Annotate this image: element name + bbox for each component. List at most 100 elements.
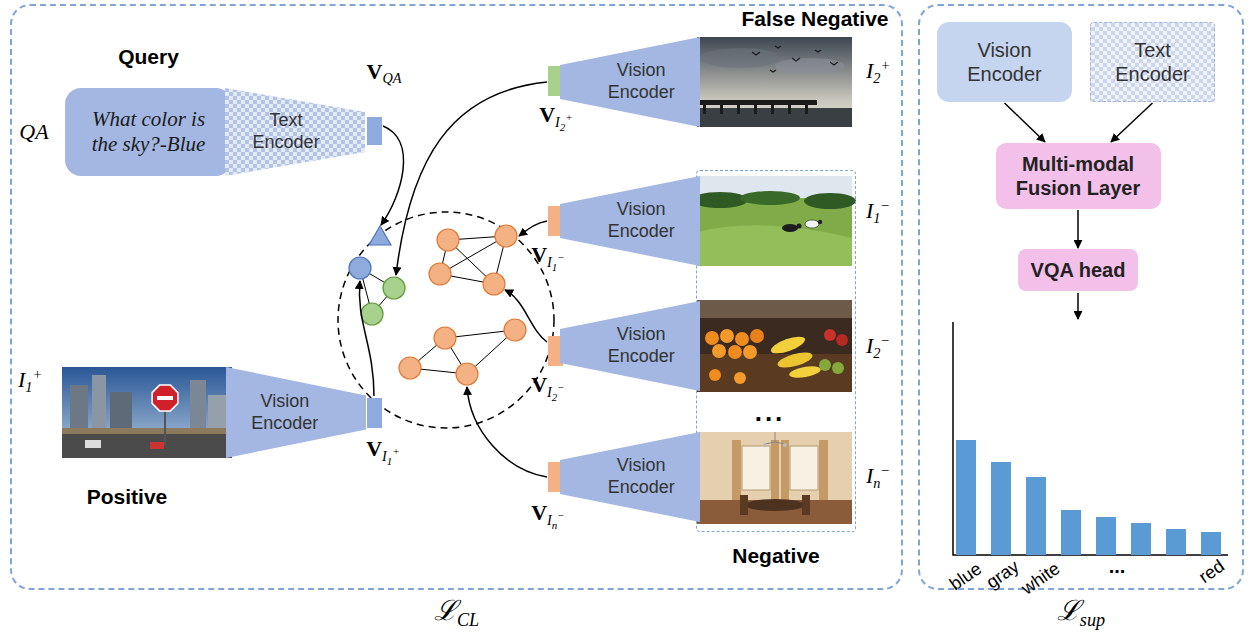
text-encoder: Text Encoder xyxy=(225,88,365,176)
photo-road xyxy=(62,434,232,458)
positive-point xyxy=(349,257,371,279)
image-symbol: I2− xyxy=(866,332,890,361)
text-part: V xyxy=(367,59,383,84)
bar-label: red xyxy=(1195,556,1229,589)
text-part: + xyxy=(565,111,572,123)
photo-fruit xyxy=(705,331,719,345)
negative-photo xyxy=(697,300,852,392)
embedding-symbol: VI1− xyxy=(531,242,565,274)
embedding-arrow xyxy=(467,387,547,477)
box-text: Text Encoder xyxy=(241,110,331,153)
embedding-point xyxy=(456,363,478,385)
vision-encoder: Vision Encoder xyxy=(226,367,366,458)
photo-chair xyxy=(740,495,748,515)
embedding-point xyxy=(437,229,459,251)
head-arrow xyxy=(1077,293,1079,319)
photo-fruit xyxy=(824,329,836,341)
photo-fruit xyxy=(832,362,844,374)
negative-photo xyxy=(692,176,856,266)
embedding-point xyxy=(429,263,451,285)
trapezoid xyxy=(560,301,700,391)
photo-hedge xyxy=(740,191,800,205)
text-part: ℒ xyxy=(434,595,457,626)
text-part: n xyxy=(552,519,558,531)
image-symbol: I1− xyxy=(866,197,890,226)
photo-cow xyxy=(818,220,822,224)
trapezoid xyxy=(560,37,700,127)
photo-fruit xyxy=(836,334,848,346)
image-symbol: I2+ xyxy=(866,57,890,86)
embedding-symbol: VI2+ xyxy=(539,102,573,134)
photo-fruit xyxy=(819,359,831,371)
text-encoder-box: Text Encoder xyxy=(1090,22,1215,102)
group-label: False Negative xyxy=(741,6,888,31)
photo-car xyxy=(85,440,101,448)
photo-sign-band xyxy=(157,396,173,400)
image-symbol: In− xyxy=(866,462,890,491)
photo-window xyxy=(742,446,770,490)
vision-encoder: Vision Encoder xyxy=(560,176,700,266)
chart-bar xyxy=(1061,510,1081,555)
text-part: + xyxy=(880,57,890,73)
text-part: V xyxy=(539,102,555,127)
vision-encoder-box: Vision Encoder xyxy=(937,22,1072,102)
text-part: I xyxy=(866,58,873,83)
embedding-arrow xyxy=(505,290,547,342)
trapezoid xyxy=(225,88,365,176)
chart-bar xyxy=(991,462,1011,555)
text-part: I xyxy=(866,463,873,488)
negative-photo xyxy=(697,432,852,524)
photo-field xyxy=(697,225,852,266)
text-part: sup xyxy=(1080,610,1105,630)
text-part: − xyxy=(557,251,564,263)
box-text: Vision Encoder xyxy=(240,391,330,434)
photo-cow xyxy=(797,224,802,229)
embedding-point xyxy=(399,357,421,379)
arrow-connector xyxy=(1005,103,1046,142)
text-part: 2 xyxy=(560,121,566,133)
photo-chandelier xyxy=(765,432,785,444)
chart-bar xyxy=(1026,477,1046,555)
photo-fruit xyxy=(743,345,757,359)
feature-bar xyxy=(367,398,382,428)
photo-cow xyxy=(805,220,819,228)
photo-birds xyxy=(752,46,838,72)
photo-post xyxy=(720,104,723,114)
embedding-arrows xyxy=(359,82,547,477)
photo-chair xyxy=(802,495,810,515)
text-part: − xyxy=(557,381,564,393)
embedding-symbol: VI2− xyxy=(531,372,565,404)
text-part: V xyxy=(531,242,547,267)
photo-fruit xyxy=(728,345,742,359)
photo-fruit xyxy=(720,329,734,343)
text-part: I xyxy=(866,333,873,358)
text-part: n xyxy=(873,475,880,491)
photo-fruit xyxy=(709,369,721,381)
text-part: − xyxy=(880,197,890,213)
photo-shelf xyxy=(697,300,852,318)
photo-curtain xyxy=(819,440,828,500)
query-point xyxy=(369,226,391,245)
text-part: V xyxy=(531,372,547,397)
text-part: 2 xyxy=(552,391,558,403)
photo-post xyxy=(805,104,808,114)
embedding-arrow xyxy=(396,82,547,275)
photo-chandelier xyxy=(783,443,787,447)
embedding-arrow xyxy=(519,221,547,236)
embedding-symbol: VI1+ xyxy=(366,436,400,468)
group-label: Positive xyxy=(87,484,168,509)
text-part: 1 xyxy=(552,261,558,273)
chart-bar xyxy=(1096,517,1116,555)
negative-points xyxy=(399,225,526,385)
text-part: I xyxy=(555,114,560,130)
arrow-connector xyxy=(1111,103,1153,142)
box-text: Vision Encoder xyxy=(955,38,1055,86)
bar-label: white xyxy=(1018,558,1065,600)
photo-hedge xyxy=(692,192,748,208)
box-text: Multi-modal Fusion Layer xyxy=(1006,152,1151,200)
text-part: + xyxy=(32,366,42,382)
embedding-arrow xyxy=(381,126,404,225)
photo-cloud xyxy=(775,58,845,74)
